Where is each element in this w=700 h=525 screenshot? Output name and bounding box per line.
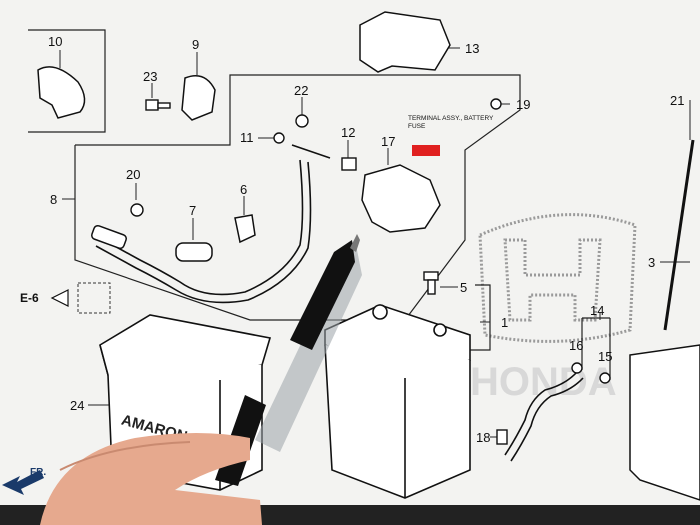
callout-10: 10 — [48, 34, 63, 49]
terminal-fuse-label: FUSE — [408, 123, 426, 130]
parts-diagram: HONDA — [2, 11, 700, 501]
part-9-cover — [181, 75, 216, 121]
part-11-nut — [273, 132, 285, 144]
part-21-rod — [663, 139, 695, 331]
callout-9: 9 — [192, 37, 200, 52]
part-12-clip — [341, 157, 357, 171]
callout-16: 16 — [569, 338, 584, 353]
callout-6: 6 — [240, 182, 248, 197]
highlight-marker — [412, 145, 440, 156]
part-20-clip — [130, 203, 144, 217]
e6-ref-label: E-6 — [20, 291, 39, 305]
callout-24: 24 — [70, 398, 85, 413]
honda-watermark-logo — [478, 213, 637, 343]
part-19-nut — [490, 98, 502, 110]
part-17-terminal-assy — [361, 164, 441, 233]
callout-12: 12 — [341, 125, 356, 140]
front-arrow-icon — [2, 470, 44, 495]
group-outlines — [28, 29, 611, 380]
callout-11: 11 — [240, 130, 254, 145]
callout-23: 23 — [143, 69, 158, 84]
callout-19: 19 — [516, 97, 531, 112]
parts-diagram-screen: HONDA — [0, 0, 700, 512]
part-16-bolt — [571, 362, 583, 374]
left-arrow-icon — [50, 289, 69, 307]
e6-ref-box — [77, 282, 111, 314]
battery-tray — [629, 344, 700, 501]
cable-end-connector — [91, 224, 127, 250]
callout-1: 1 — [501, 315, 509, 330]
callout-18: 18 — [476, 430, 491, 445]
callout-20: 20 — [126, 167, 141, 182]
part-15-bolt — [599, 372, 611, 384]
callout-5: 5 — [460, 280, 468, 295]
honda-watermark-text: HONDA — [470, 360, 617, 404]
part-5-bolt — [423, 271, 439, 295]
leader-lines — [59, 47, 691, 438]
part-13-cover — [359, 11, 451, 73]
front-label: FR. — [30, 467, 47, 478]
hand — [40, 433, 262, 525]
callout-21: 21 — [670, 93, 685, 108]
part-23-bolt — [145, 99, 171, 111]
part-10-bracket — [37, 66, 86, 119]
callout-17: 17 — [381, 134, 396, 149]
callout-8: 8 — [50, 192, 58, 207]
part-7-sleeve — [175, 242, 213, 262]
part-22-nut — [295, 114, 309, 128]
part-1-battery — [324, 304, 471, 499]
callout-7: 7 — [189, 203, 197, 218]
callout-15: 15 — [598, 349, 613, 364]
callout-22: 22 — [294, 83, 309, 98]
part-18-terminal — [496, 429, 508, 445]
callout-13: 13 — [465, 41, 480, 56]
callout-3: 3 — [648, 255, 656, 270]
part-6-connector — [234, 214, 256, 244]
battery-cable — [95, 144, 331, 304]
terminal-assy-label: TERMINAL ASSY., BATTERY — [408, 115, 494, 122]
ground-cable — [504, 371, 584, 462]
callout-14: 14 — [590, 303, 605, 318]
